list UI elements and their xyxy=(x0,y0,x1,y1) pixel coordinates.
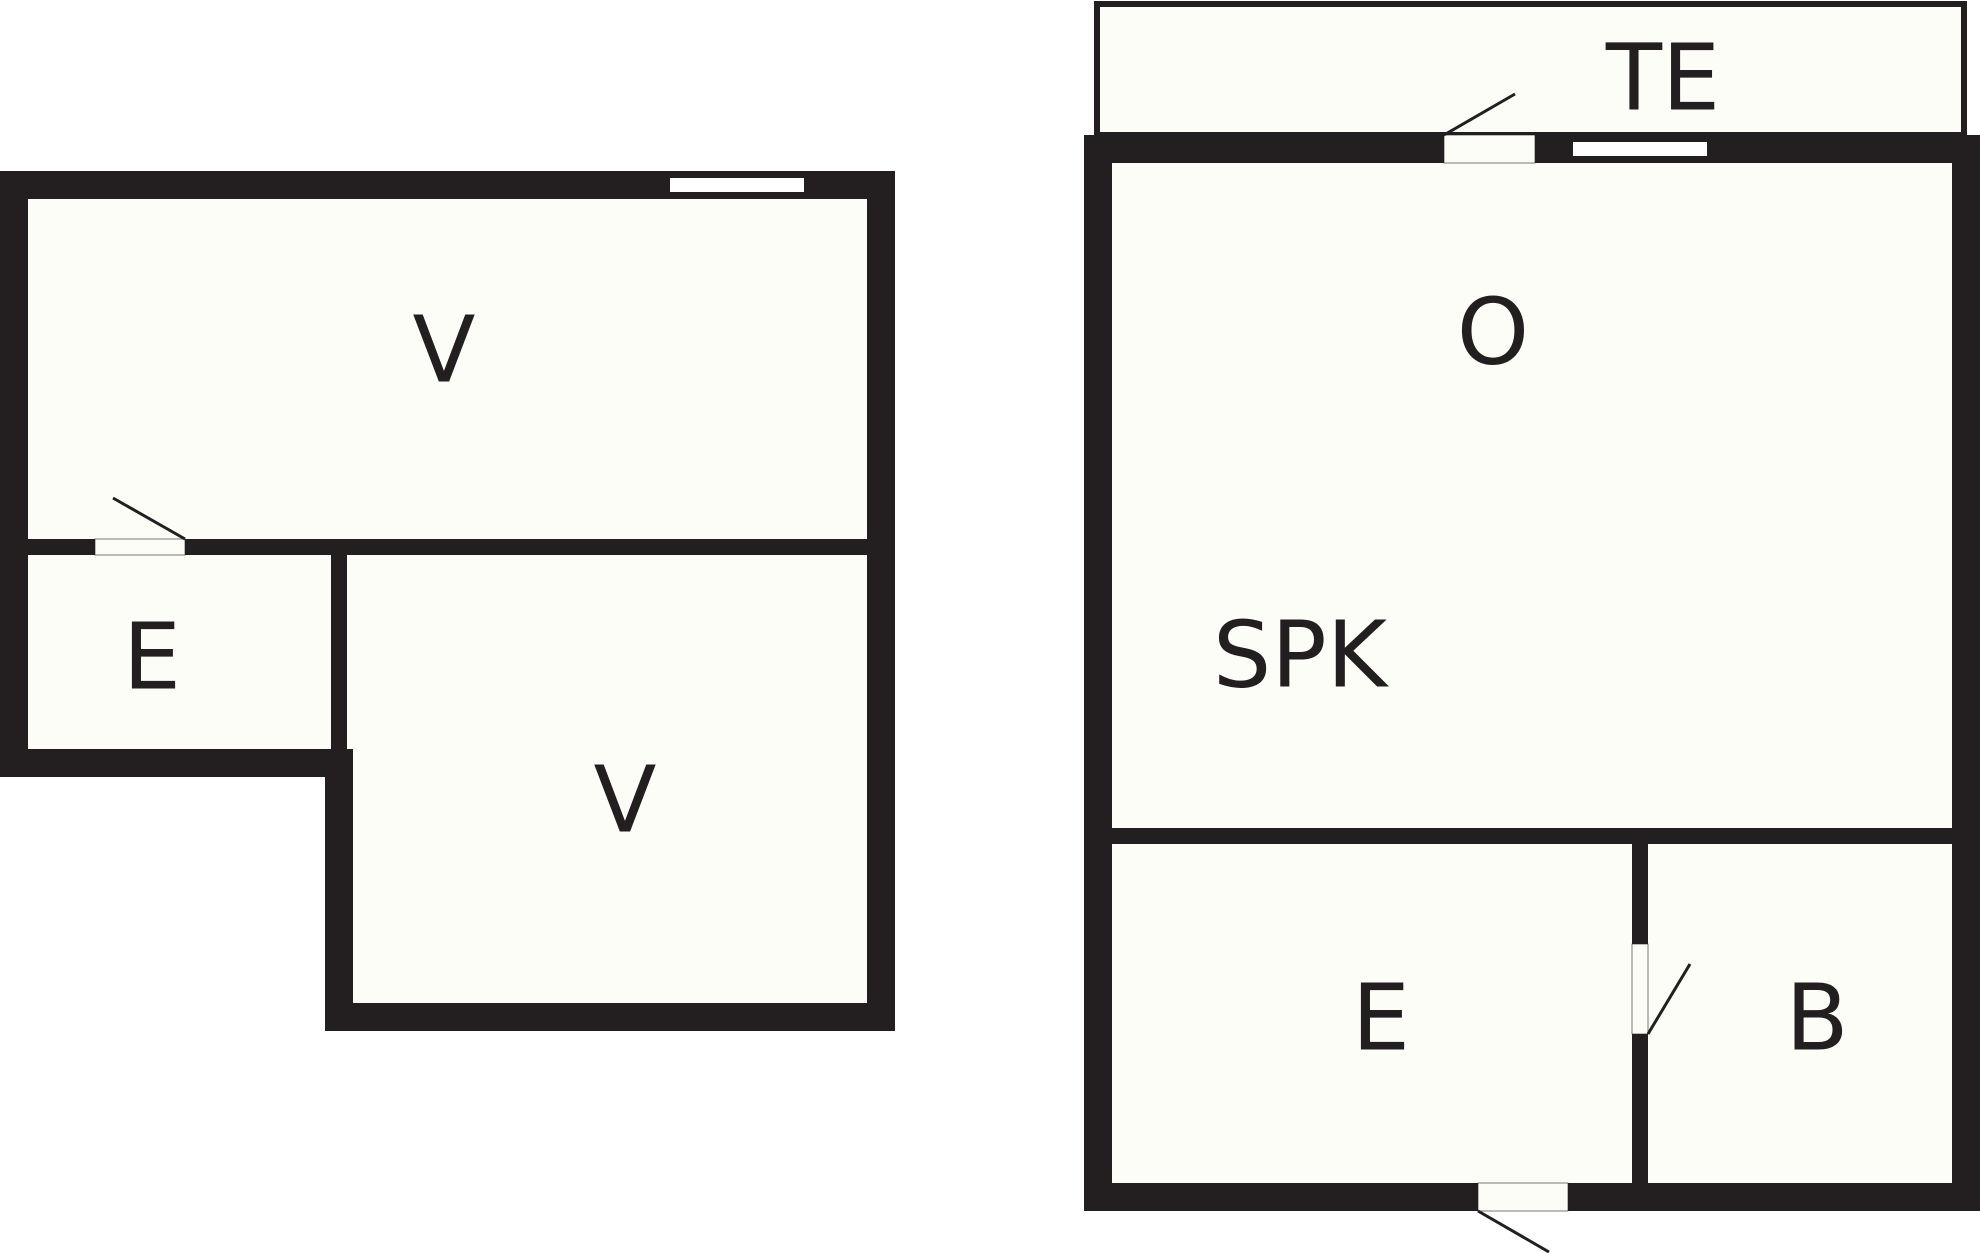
terrace-door-opening xyxy=(1443,134,1536,164)
right-floor xyxy=(1084,135,1980,1211)
terrace-door-swing xyxy=(1443,92,1516,137)
entrance-door-swing xyxy=(1477,1209,1550,1253)
left-wall-partition-vertical xyxy=(331,539,347,753)
left-door-opening xyxy=(94,538,186,556)
room-label-bathroom: B xyxy=(1785,965,1848,1072)
right-window xyxy=(1571,140,1709,158)
room-label-entry-left: E xyxy=(123,604,181,711)
left-wall-partition-horizontal xyxy=(28,539,867,555)
right-wall-right xyxy=(1952,135,1980,1211)
left-building: V E V xyxy=(0,171,895,1031)
left-floor-upper xyxy=(0,171,895,544)
room-label-entry-right: E xyxy=(1352,965,1410,1072)
left-wall-lower-left xyxy=(325,749,353,1031)
left-floor-lower xyxy=(325,544,895,1031)
right-building: TE O SPK E B xyxy=(1084,1,1980,1253)
room-label-terrace: TE xyxy=(1605,25,1720,132)
room-label-living-room: O xyxy=(1457,279,1529,386)
bathroom-door-opening xyxy=(1631,943,1649,1035)
terrace-floor xyxy=(1097,4,1964,135)
left-wall-left xyxy=(0,171,28,777)
left-floor-entry xyxy=(0,544,345,777)
bathroom-door-swing xyxy=(1646,963,1692,1035)
room-label-storage-upper: V xyxy=(413,297,476,404)
left-wall-right xyxy=(867,171,895,1031)
left-wall-bottom xyxy=(325,1003,895,1031)
entrance-door-opening xyxy=(1477,1182,1569,1212)
room-label-storage-lower: V xyxy=(594,747,657,854)
left-door-swing xyxy=(112,496,186,541)
right-wall-left xyxy=(1084,135,1112,1211)
left-window xyxy=(668,176,806,194)
room-label-kitchen-area: SPK xyxy=(1213,602,1390,709)
right-wall-partition-horizontal xyxy=(1112,828,1952,844)
left-wall-entry-bottom xyxy=(0,749,353,777)
